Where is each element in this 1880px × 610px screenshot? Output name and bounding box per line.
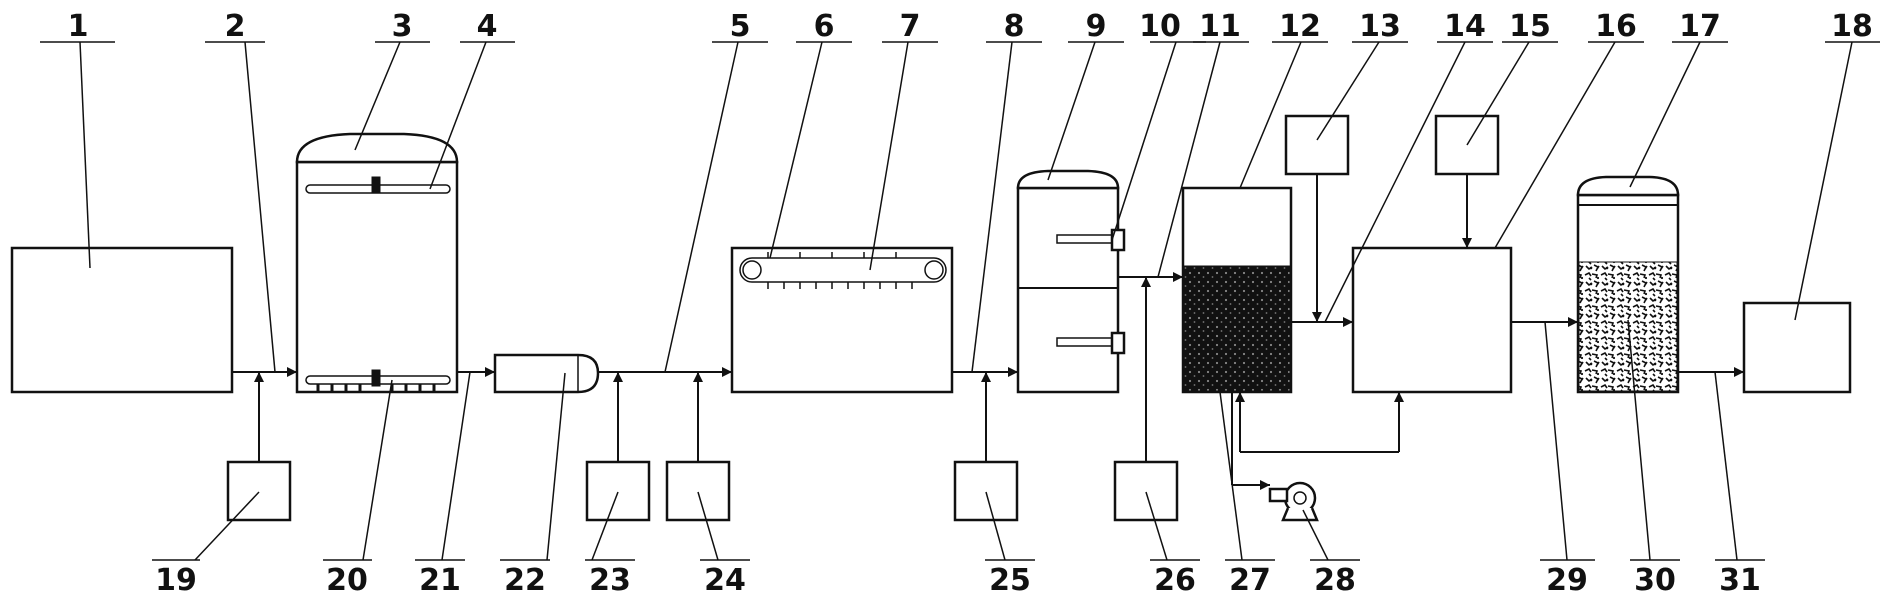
callout-24: 24 xyxy=(704,563,746,598)
callout-11: 11 xyxy=(1199,9,1241,44)
unit-1-box xyxy=(10,246,234,394)
callout-16: 16 xyxy=(1595,9,1637,44)
unit-22-vessel xyxy=(493,353,600,394)
callout-30: 30 xyxy=(1634,563,1676,598)
unit-12-tank xyxy=(1181,186,1293,394)
callout-4: 4 xyxy=(477,9,498,44)
pump-28 xyxy=(1268,481,1319,522)
callout-3: 3 xyxy=(392,9,413,44)
callout-13: 13 xyxy=(1359,9,1401,44)
callout-20: 20 xyxy=(326,563,368,598)
leader-lines xyxy=(79,41,1853,561)
callout-7: 7 xyxy=(900,9,921,44)
callout-15: 15 xyxy=(1509,9,1551,44)
callout-23: 23 xyxy=(589,563,631,598)
callout-21: 21 xyxy=(419,563,461,598)
callout-29: 29 xyxy=(1546,563,1588,598)
unit-25-box xyxy=(953,460,1019,522)
callout-17: 17 xyxy=(1679,9,1721,44)
callout-labels: 1 2 3 4 5 6 7 8 9 10 11 12 13 14 15 16 1… xyxy=(68,9,1873,598)
callout-31: 31 xyxy=(1719,563,1761,598)
callout-1: 1 xyxy=(68,9,89,44)
unit-26-box xyxy=(1113,460,1179,522)
callout-5: 5 xyxy=(730,9,751,44)
callout-10: 10 xyxy=(1139,9,1181,44)
unit-23-box xyxy=(585,460,651,522)
unit-17-filter xyxy=(1576,175,1680,394)
callout-28: 28 xyxy=(1314,563,1356,598)
unit-9-column xyxy=(1016,169,1126,394)
callout-25: 25 xyxy=(989,563,1031,598)
callout-9: 9 xyxy=(1086,9,1107,44)
unit-18-box xyxy=(1742,301,1852,394)
pipelines xyxy=(232,174,1744,486)
callout-27: 27 xyxy=(1229,563,1271,598)
callout-19: 19 xyxy=(155,563,197,598)
label-underlines xyxy=(40,41,1880,561)
unit-24-box xyxy=(665,460,731,522)
callout-6: 6 xyxy=(814,9,835,44)
unit-16-box xyxy=(1351,246,1513,394)
unit-3-vessel xyxy=(295,132,459,394)
flow-arrows xyxy=(254,238,1744,490)
unit-6-reactor xyxy=(730,246,954,394)
callout-2: 2 xyxy=(225,9,246,44)
callout-22: 22 xyxy=(504,563,546,598)
callout-12: 12 xyxy=(1279,9,1321,44)
callout-8: 8 xyxy=(1004,9,1025,44)
callout-18: 18 xyxy=(1831,9,1873,44)
callout-26: 26 xyxy=(1154,563,1196,598)
callout-14: 14 xyxy=(1444,9,1486,44)
unit-19-box xyxy=(226,460,292,522)
unit-13-box xyxy=(1284,114,1350,176)
